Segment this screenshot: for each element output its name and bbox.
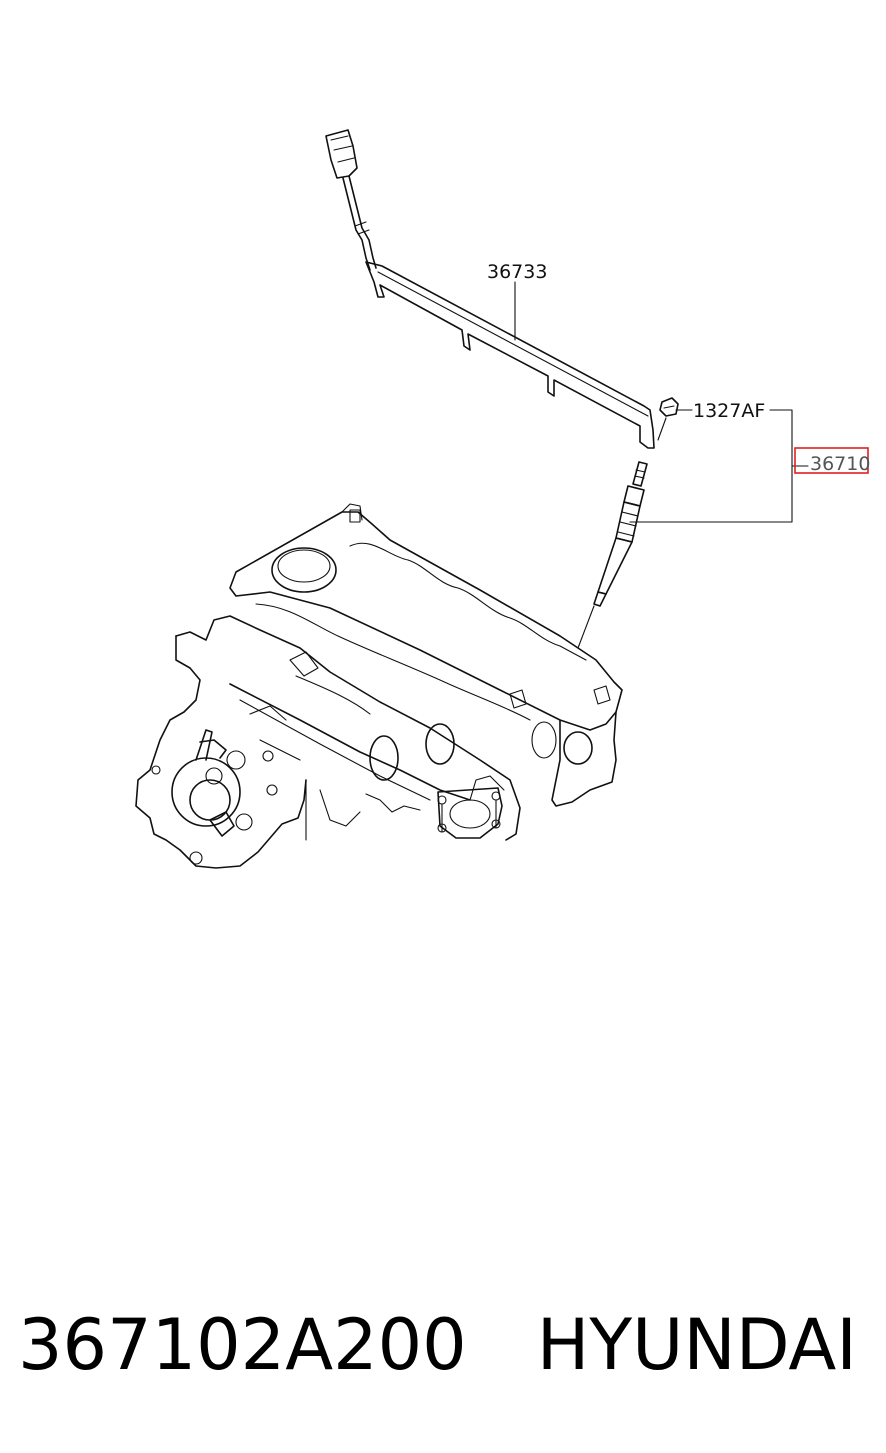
harness-nut[interactable]	[657, 397, 679, 441]
leader-36710-bracket	[629, 409, 793, 523]
callout-36710[interactable]: 36710	[810, 453, 870, 475]
footer: 367102A200 HYUNDAI	[18, 1300, 878, 1390]
part-number: 367102A200	[18, 1304, 467, 1386]
engine-assembly	[135, 503, 623, 869]
glow-plug-harness[interactable]	[325, 129, 655, 449]
callout-36733: 36733	[487, 261, 547, 283]
callout-1327AF: 1327AF	[693, 400, 765, 422]
callout-highlight-box	[794, 447, 869, 474]
brand-name: HYUNDAI	[536, 1304, 857, 1386]
glow-plug[interactable]	[577, 461, 648, 649]
